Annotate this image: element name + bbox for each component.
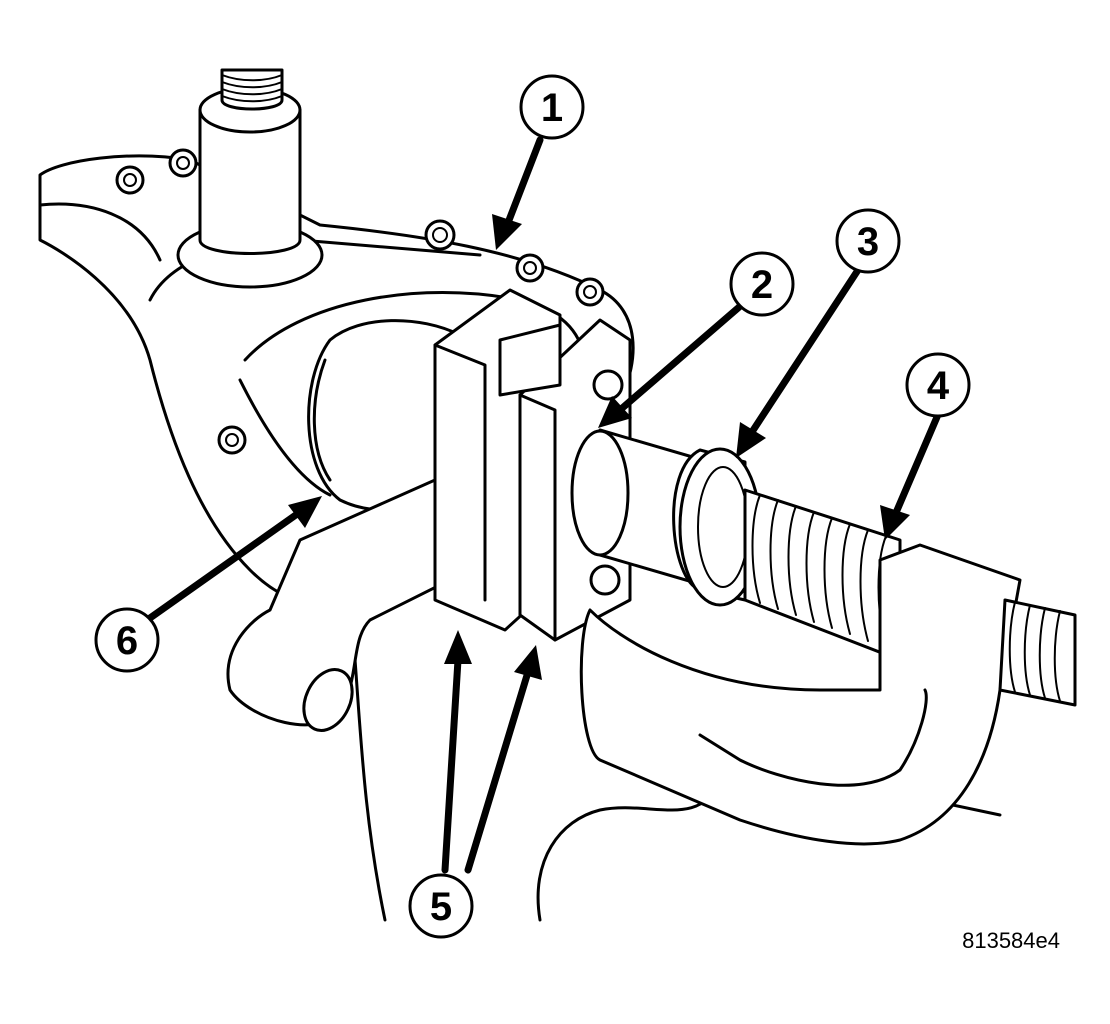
receiver-plates — [433, 288, 632, 642]
callout-1: 1 — [519, 74, 585, 140]
callout-2: 2 — [729, 251, 795, 317]
forcing-screw — [743, 488, 902, 662]
c-clamp-frame — [579, 543, 1077, 846]
receiver-cup — [672, 447, 762, 607]
svg-text:3: 3 — [857, 220, 879, 264]
svg-text:2: 2 — [751, 263, 773, 307]
figure-id: 813584e4 — [962, 928, 1060, 953]
upper-stud — [176, 68, 324, 289]
callout-6: 6 — [94, 607, 160, 673]
svg-text:4: 4 — [927, 364, 950, 408]
callout-4: 4 — [905, 352, 971, 418]
svg-text:1: 1 — [541, 86, 563, 130]
svg-text:6: 6 — [116, 619, 138, 663]
leader-lines — [146, 136, 944, 874]
svg-text:5: 5 — [430, 885, 452, 929]
callout-5: 5 — [408, 873, 474, 939]
callout-3: 3 — [835, 208, 901, 274]
